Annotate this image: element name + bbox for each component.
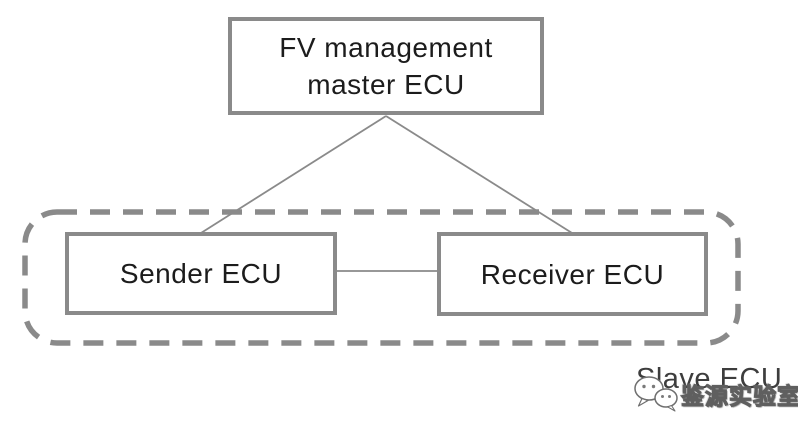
node-receiver-ecu: Receiver ECU <box>437 232 708 316</box>
node-label: FV management master ECU <box>279 32 493 100</box>
wechat-icon <box>634 376 678 412</box>
edge-master-sender <box>200 115 387 234</box>
watermark-text: 鉴源实验室 <box>681 382 798 409</box>
edge-master-receiver <box>385 115 573 234</box>
node-label: Receiver ECU <box>480 258 665 290</box>
watermark: 鉴源实验室 <box>633 374 798 413</box>
node-sender-ecu: Sender ECU <box>65 232 337 315</box>
node-label: Sender ECU <box>119 258 283 289</box>
node-fv-management-master-ecu: FV management master ECU <box>228 17 544 115</box>
